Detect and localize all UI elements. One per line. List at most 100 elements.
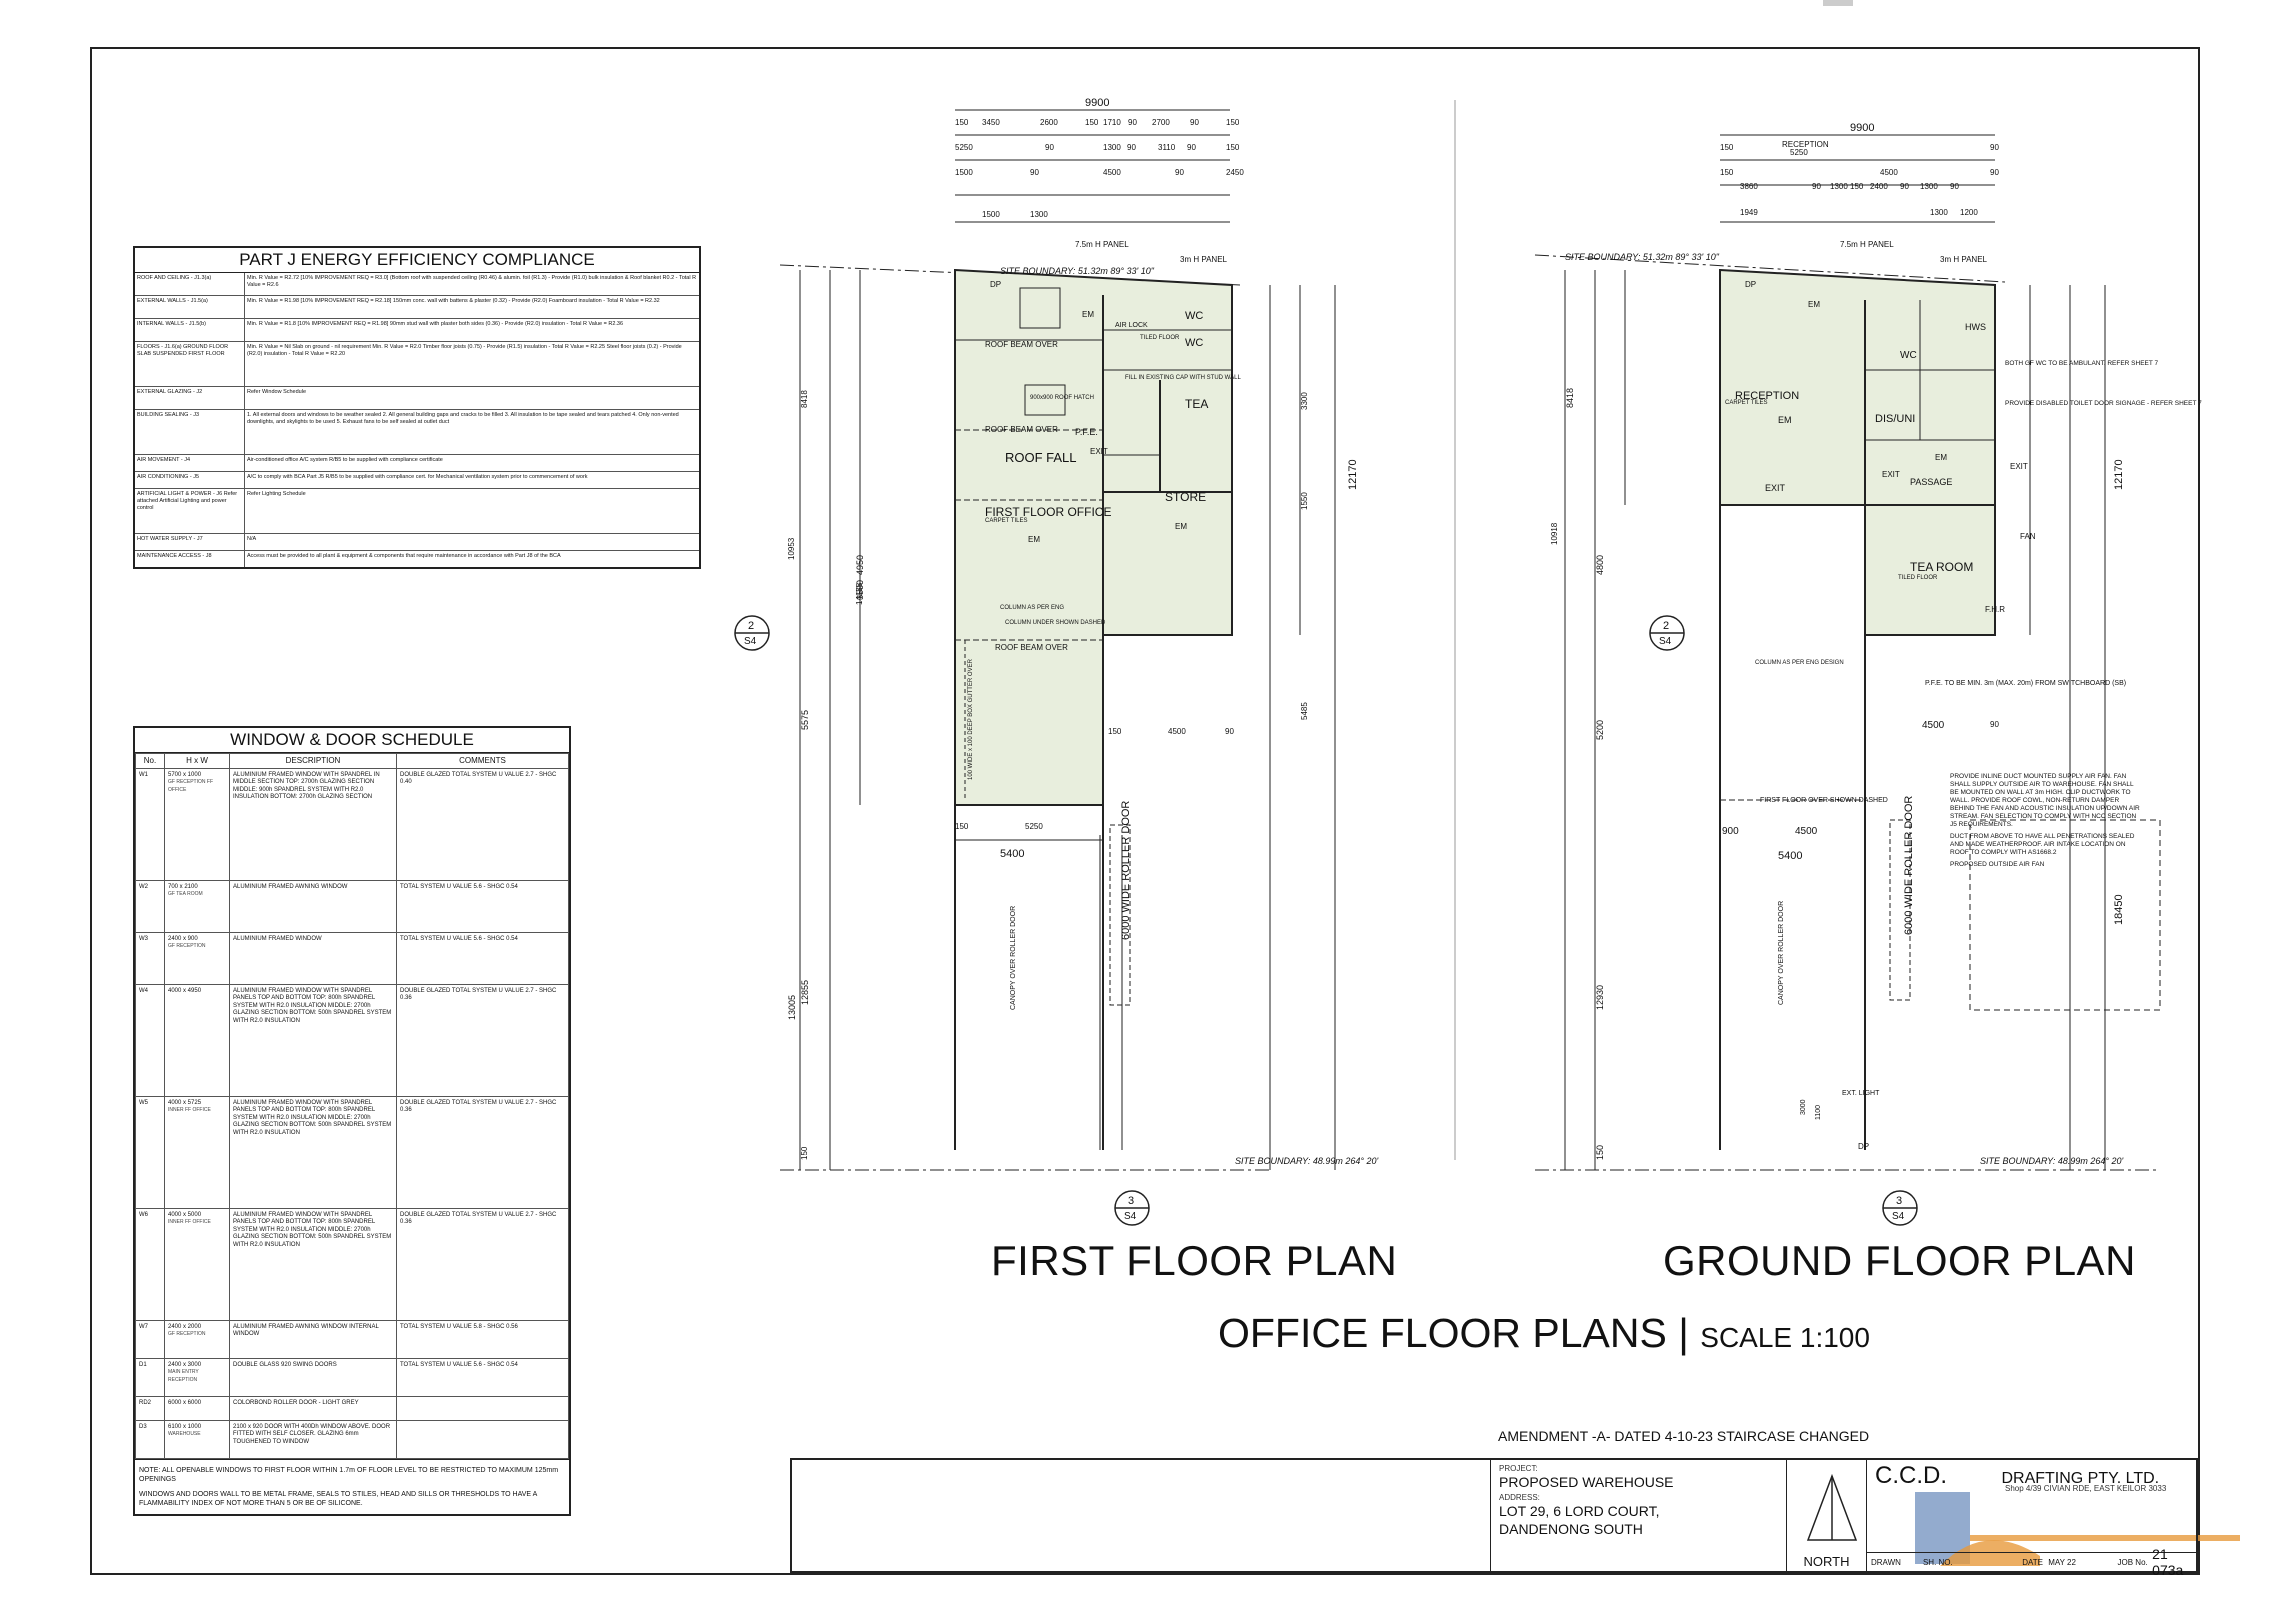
ff-canopy-label: CANOPY OVER ROLLER DOOR	[1010, 905, 1017, 1010]
schedule-location: MAIN ENTRY RECEPTION	[168, 1369, 199, 1383]
gf-rooms-item: EXIT	[1765, 483, 1786, 493]
schedule-cell-no: W4	[135, 983, 165, 1097]
schedule-location: GF RECEPTION	[168, 943, 206, 949]
schedule-cell-desc: ALUMINIUM FRAMED WINDOW WITH SPANDREL PA…	[229, 1095, 397, 1209]
gf-side-item: 3000	[1800, 1099, 1807, 1115]
gf-rooms-item: FAN	[2020, 532, 2036, 541]
schedule-cell-comment: DOUBLE GLAZED TOTAL SYSTEM U VALUE 2.7 -…	[396, 1095, 569, 1209]
schedule-cell-desc: ALUMINIUM FRAMED AWNING WINDOW INTERNAL …	[229, 1319, 397, 1359]
ff-rooms-item: FIRST FLOOR OFFICE	[985, 505, 1112, 519]
ff-side-item: 150	[800, 1146, 809, 1160]
gf-fan-spec-title: PROPOSED OUTSIDE AIR FAN	[1950, 861, 2045, 868]
first-floor-plan-title: FIRST FLOOR PLAN	[991, 1237, 1398, 1284]
date-label: DATE	[2022, 1557, 2043, 1567]
section-markers	[734, 615, 1918, 1226]
ff-bottom-item: 90	[1225, 727, 1234, 736]
ff-dims-item: 150	[1226, 143, 1240, 152]
gf-section-top-num: 2	[1663, 620, 1670, 632]
ff-dims-item: 150	[1226, 118, 1240, 127]
gf-dims-item: 150	[1720, 143, 1734, 152]
gf-bottom-item: 4500	[1922, 720, 1945, 731]
ff-rooms-item: ROOF BEAM OVER	[985, 425, 1058, 434]
gf-side-item: 1100	[1815, 1104, 1822, 1120]
gf-rooms-item: DP	[1745, 280, 1757, 289]
energy-row: ROOF AND CEILING - J1.3(a)Min. R Value =…	[135, 273, 699, 296]
job-number: 21 073a	[2152, 1546, 2184, 1578]
gf-side-item: 150	[1595, 1144, 1605, 1160]
ff-site-boundary-top: SITE BOUNDARY: 51.32m 89° 33' 10"	[1000, 266, 1154, 276]
gf-side-item: 10918	[1550, 522, 1559, 545]
ground-floor-plan-title: GROUND FLOOR PLAN	[1663, 1237, 2136, 1284]
north-cell: NORTH	[1786, 1460, 1866, 1571]
gf-side-item: 8418	[1565, 387, 1575, 408]
ff-side-item: 1550	[1300, 492, 1309, 510]
energy-row-value: Air-conditioned office A/C system R/B5 t…	[247, 457, 443, 463]
schedule-location: GF RECEPTION FF OFFICE	[168, 779, 213, 793]
ff-side-item: 4950	[855, 554, 865, 575]
gf-notes-item: EXT. LIGHT	[1842, 1090, 1880, 1097]
schedule-cell-no: D1	[135, 1357, 165, 1397]
gf-notes-item: P.F.E. TO BE MIN. 3m (MAX. 20m) FROM SWI…	[1925, 680, 2127, 687]
ff-rooms-item: TEA	[1185, 397, 1209, 411]
gf-notes-item: FIRST FLOOR OVER SHOWN DASHED	[1760, 797, 1888, 804]
gf-dims-item: 1300	[1920, 182, 1938, 191]
ff-dims-item: 90	[1190, 118, 1199, 127]
ff-side-item: 13005	[787, 994, 797, 1020]
north-label: NORTH	[1803, 1554, 1850, 1569]
gf-dims-item: 1200	[1960, 208, 1978, 217]
ff-dims-item: 2700	[1152, 118, 1170, 127]
schedule-location: INNER FF OFFICE	[168, 1107, 211, 1113]
schedule-cell-desc: COLORBOND ROLLER DOOR - LIGHT GREY	[229, 1395, 397, 1421]
gf-dims-item: RECEPTION	[1782, 140, 1829, 149]
gf-notes-item: TILED FLOOR	[1898, 575, 1938, 581]
gf-notes-item: CARPET TILES	[1725, 400, 1768, 406]
ff-dims-item: 90	[1175, 168, 1184, 177]
ff-dims-item: 1500	[955, 168, 973, 177]
ff-rooms-item: WC	[1185, 337, 1204, 349]
gf-dim-overall: 9900	[1850, 122, 1875, 134]
ff-dims-item: 90	[1045, 143, 1054, 152]
schedule-cell-comment	[396, 1419, 569, 1459]
ff-bottom-item: 5250	[1025, 822, 1043, 831]
gf-rooms-item: DIS/UNI	[1875, 413, 1916, 425]
ff-dims-item: 1500	[982, 210, 1000, 219]
schedule-cell-no: W7	[135, 1319, 165, 1359]
drawing-border	[90, 47, 2200, 1575]
energy-row-value: Min. R Value = R1.8 [10% IMPROVEMENT REQ…	[247, 321, 624, 327]
ff-section-top-num: 2	[748, 620, 755, 632]
firm-cell: C.C.D. DRAFTING PTY. LTD. Shop 4/39 CIVI…	[1866, 1460, 2196, 1578]
sheet-scale: SCALE 1:100	[1700, 1322, 1870, 1353]
schedule-location: INNER FF OFFICE	[168, 1219, 211, 1225]
energy-row-label: BUILDING SEALING - J3	[135, 410, 245, 454]
address-label: ADDRESS:	[1499, 1493, 1540, 1502]
ff-dims-item: 1710	[1103, 118, 1121, 127]
schedule-location: GF RECEPTION	[168, 1331, 206, 1337]
energy-row-label: AIR MOVEMENT - J4	[135, 455, 245, 471]
gf-rooms-item: WC	[1900, 350, 1917, 361]
schedule-cell-no: W5	[135, 1095, 165, 1209]
gf-dims-item: 1300	[1830, 182, 1848, 191]
ff-notes-item: 900x900 ROOF HATCH	[1030, 395, 1094, 401]
title-block: PROJECT: PROPOSED WAREHOUSE ADDRESS: LOT…	[790, 1458, 2198, 1578]
ff-rooms-item: EM	[1175, 522, 1187, 531]
schedule-cell-comment: DOUBLE GLAZED TOTAL SYSTEM U VALUE 2.7 -…	[396, 767, 569, 881]
schedule-size: 700 x 2100	[168, 883, 198, 890]
first-floor-plan-geometry	[779, 109, 1336, 1171]
schedule-size: 6000 x 6000	[168, 1399, 202, 1406]
sheet-no-label: SH. NO.	[1922, 1557, 1953, 1567]
energy-row-label: AIR CONDITIONING - J5	[135, 472, 245, 488]
schedule-cell-no: D3	[135, 1419, 165, 1459]
ff-section-top-sheet: S4	[744, 636, 757, 647]
energy-row-label: EXTERNAL GLAZING - J2	[135, 387, 245, 409]
schedule-cell-desc: 2100 x 920 DOOR WITH 400Dh WINDOW ABOVE.…	[229, 1419, 397, 1459]
gf-rooms-item: F.H.R	[1985, 605, 2005, 614]
